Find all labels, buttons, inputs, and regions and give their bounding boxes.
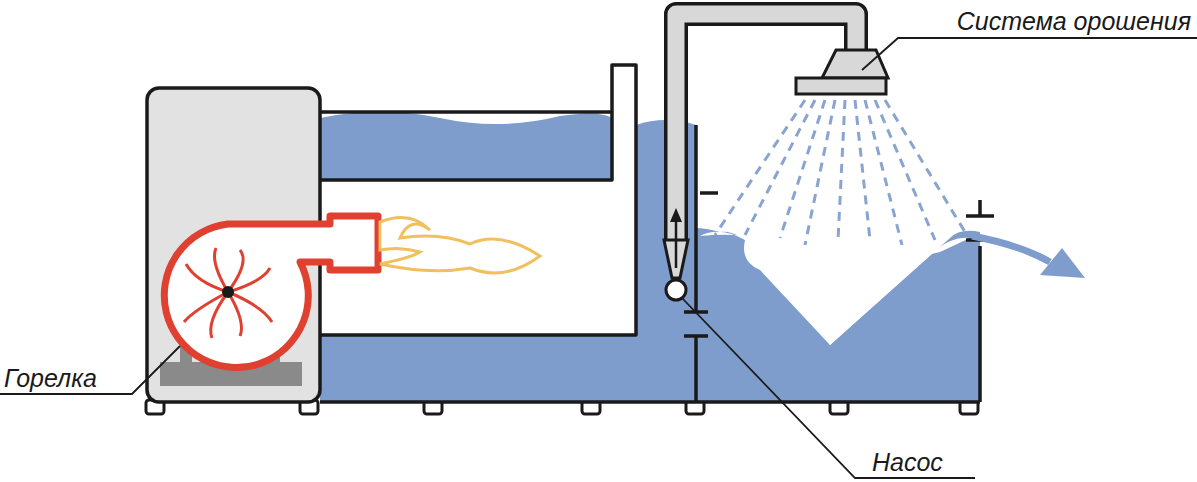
tank-outline: [320, 65, 994, 402]
outflow-arrow: [1040, 248, 1085, 278]
nozzle: [796, 78, 886, 94]
part-label: Горелка: [4, 365, 97, 393]
leader-line: [0, 38, 1197, 478]
pump: [666, 280, 686, 300]
burner-fan: [164, 216, 378, 368]
nozzle: [822, 50, 888, 78]
part-label: Насос: [872, 449, 943, 477]
spray: [715, 100, 965, 245]
water: [320, 112, 612, 181]
fan-blades: [184, 248, 272, 338]
flame: [380, 218, 540, 273]
foam: [700, 226, 970, 345]
outflow-arrow: [972, 236, 1050, 262]
pipe: [676, 14, 856, 240]
part-label: Система орошения: [957, 8, 1191, 36]
